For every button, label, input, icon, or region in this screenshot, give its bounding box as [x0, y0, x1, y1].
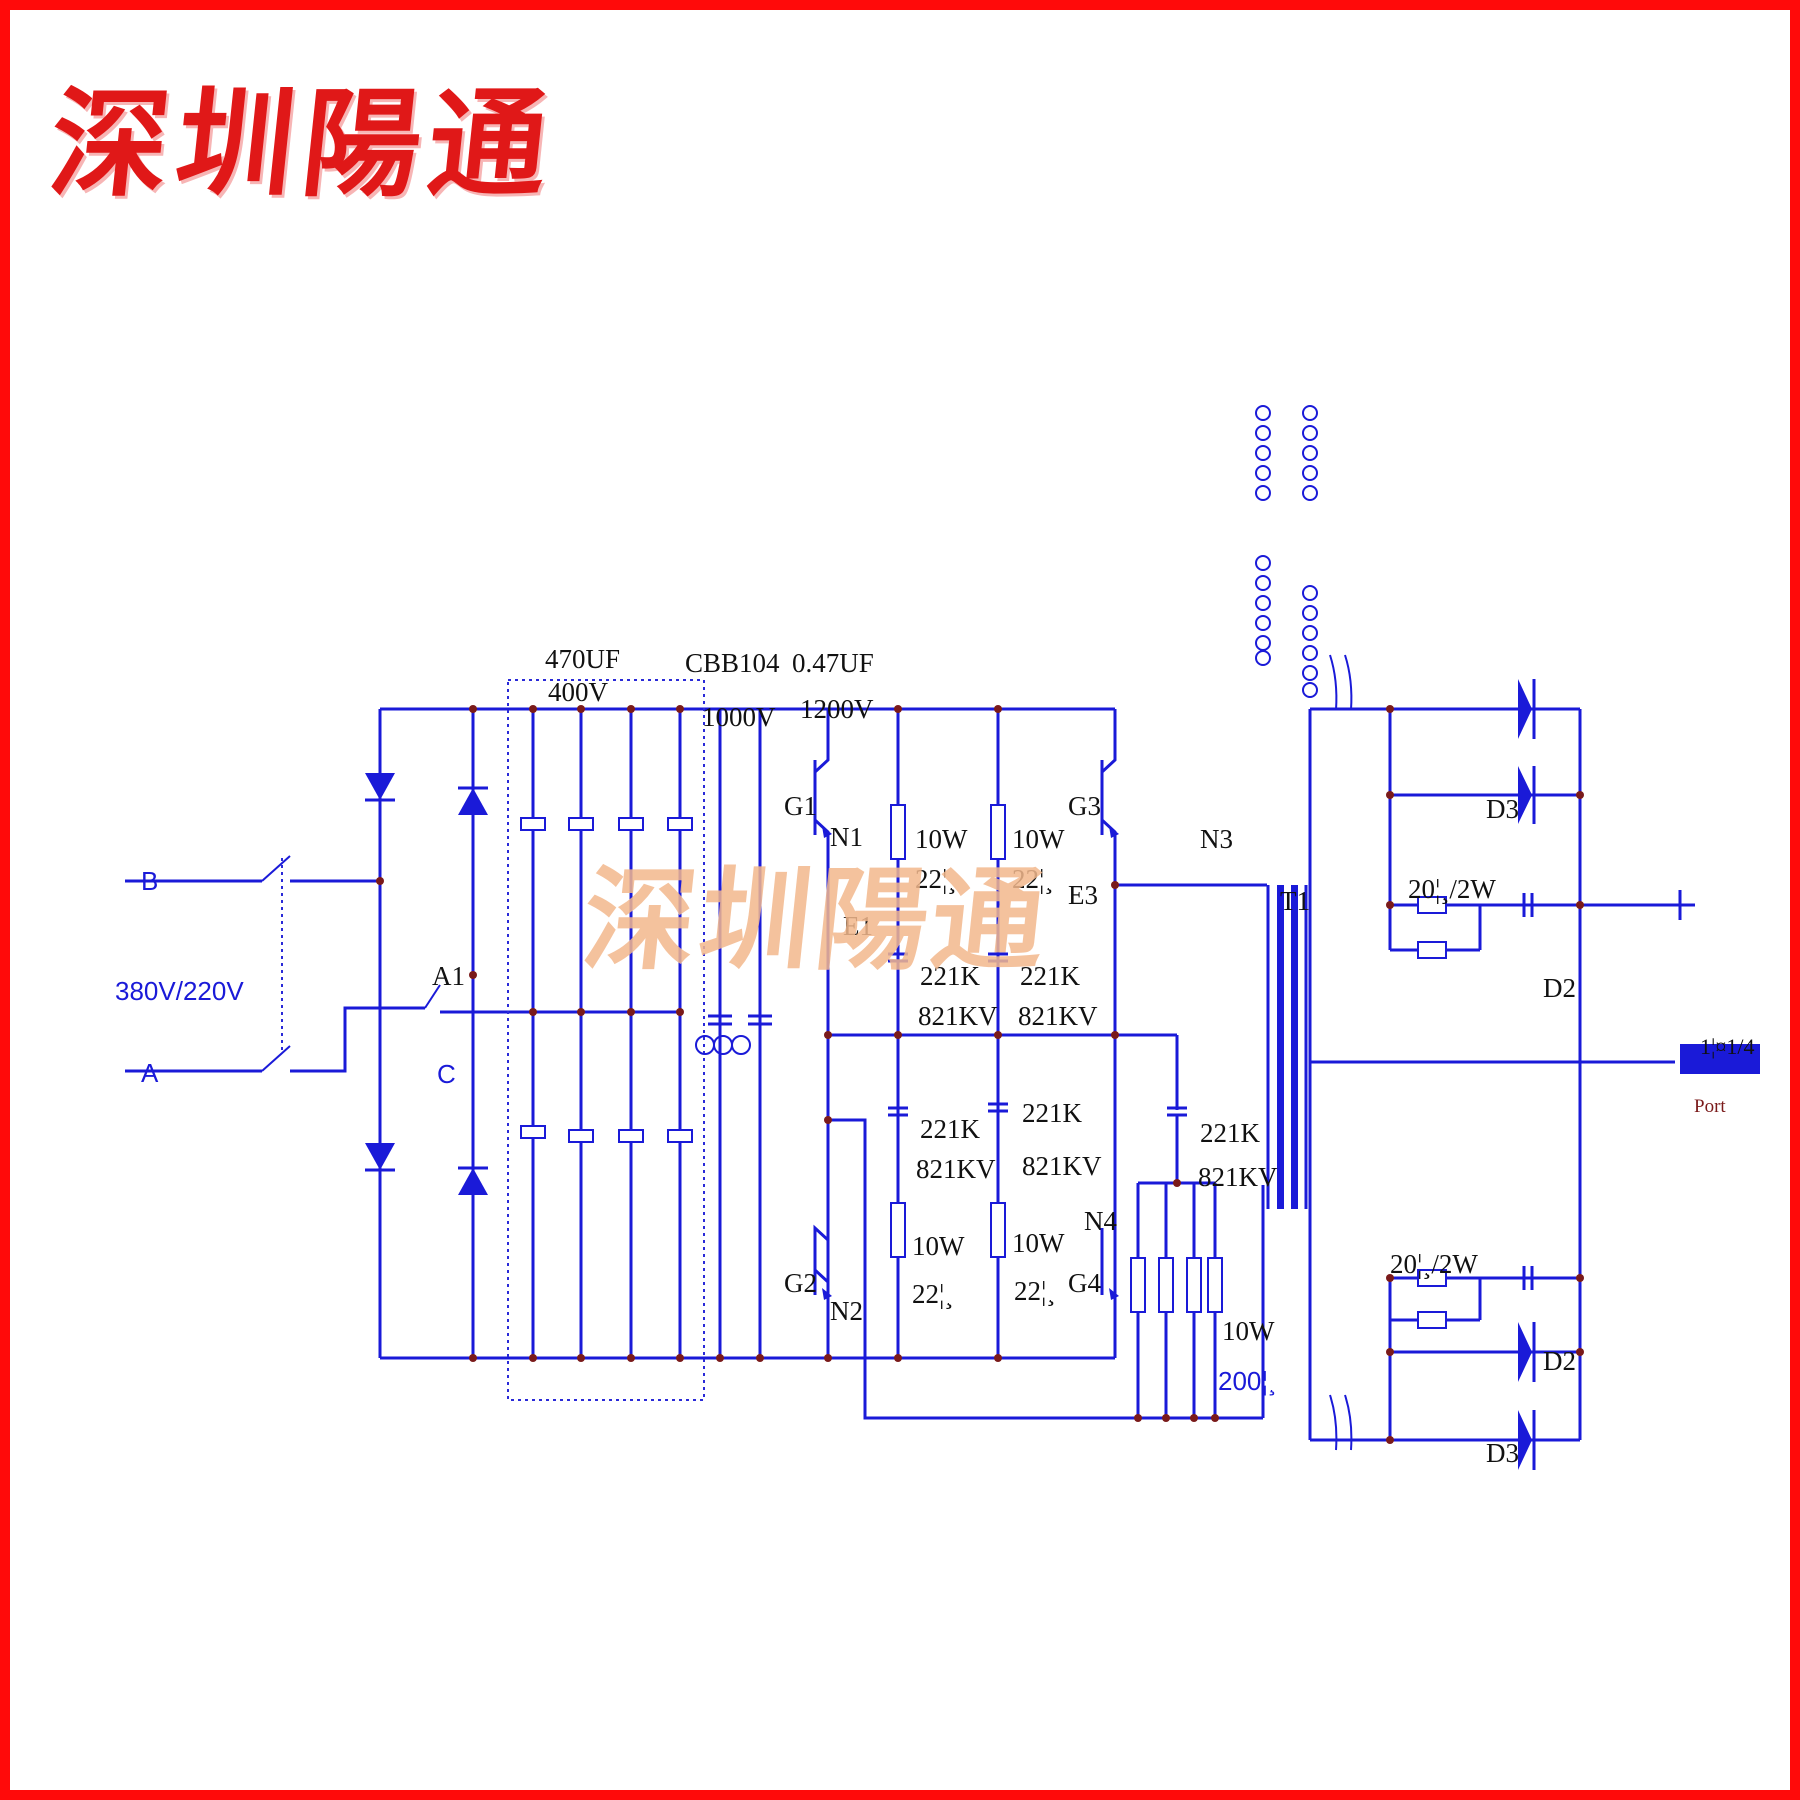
- label-snub-cap-3: 221K: [920, 1114, 981, 1144]
- label-a: A: [141, 1058, 159, 1088]
- capacitor-bank: [520, 709, 693, 1358]
- label-cap-bank-value: 470UF: [545, 644, 620, 674]
- label-g3: G3: [1068, 791, 1101, 821]
- label-port-text: 1¦¤1/4: [1700, 1034, 1755, 1059]
- output-diode-1: [1518, 679, 1532, 739]
- output-diode-3: [1518, 1322, 1532, 1382]
- label-snub-cap-2v: 821KV: [1018, 1001, 1098, 1031]
- label-n2: N2: [830, 1296, 863, 1326]
- label-res-10w-d: 10W: [1012, 1228, 1065, 1258]
- output-port: [1680, 1044, 1760, 1074]
- label-snub-cap-5: 221K: [1200, 1118, 1261, 1148]
- label-a1: A1: [432, 961, 465, 991]
- label-cbb: CBB104: [685, 648, 780, 678]
- label-e1: E1: [843, 911, 873, 941]
- label-snub-cap-4: 221K: [1022, 1098, 1083, 1128]
- label-n1: N1: [830, 822, 863, 852]
- label-n3: N3: [1200, 824, 1233, 854]
- label-load-res-ohm: 200¦¸: [1218, 1366, 1277, 1396]
- label-n4: N4: [1084, 1206, 1117, 1236]
- label-b: B: [141, 866, 158, 896]
- label-res-22-d: 22¦¸: [1014, 1276, 1055, 1307]
- output-diode-2: [1518, 766, 1532, 824]
- label-c: C: [437, 1059, 456, 1089]
- label-film-cap-voltage: 1200V: [800, 694, 874, 724]
- label-d3-top: D3: [1486, 794, 1519, 824]
- bridge-diode-2: [365, 1143, 395, 1170]
- label-res-22-b: 22¦¸: [1012, 864, 1053, 895]
- bridge-diode-4: [458, 1168, 488, 1195]
- label-d2-low: D2: [1543, 1346, 1576, 1376]
- label-res-10w-a: 10W: [915, 824, 968, 854]
- label-res-22-c: 22¦¸: [912, 1279, 953, 1310]
- label-film-cap-value: 0.47UF: [792, 648, 874, 678]
- label-cap-bank-voltage: 400V: [548, 677, 609, 707]
- watermark: 深圳陽通: [577, 855, 1055, 986]
- label-res-10w-b: 10W: [1012, 824, 1065, 854]
- label-snub-cap-1: 221K: [920, 961, 981, 991]
- label-rc-bottom: 20¦¸/2W: [1390, 1249, 1478, 1280]
- label-g4: G4: [1068, 1268, 1101, 1298]
- bridge-diode-1: [365, 773, 395, 800]
- label-g1: G1: [784, 791, 817, 821]
- label-g2: G2: [784, 1268, 817, 1298]
- label-d2-mid: D2: [1543, 973, 1576, 1003]
- label-e3: E3: [1068, 880, 1098, 910]
- label-d3-low: D3: [1486, 1438, 1519, 1468]
- label-cbb-voltage: 1000V: [702, 702, 776, 732]
- label-snub-cap-3v: 821KV: [916, 1154, 996, 1184]
- label-t1: T1: [1280, 886, 1310, 916]
- label-input-voltage: 380V/220V: [115, 976, 244, 1006]
- label-load-res-w: 10W: [1222, 1316, 1275, 1346]
- label-res-10w-c: 10W: [912, 1231, 965, 1261]
- label-port: Port: [1694, 1096, 1726, 1117]
- label-rc-top: 20¦¸/2W: [1408, 874, 1496, 905]
- bridge-diode-3: [458, 788, 488, 815]
- transformer-t1: [1255, 405, 1318, 1209]
- output-diode-4: [1518, 1410, 1532, 1470]
- label-snub-cap-1v: 821KV: [918, 1001, 998, 1031]
- label-snub-cap-2: 221K: [1020, 961, 1081, 991]
- label-snub-cap-4v: 821KV: [1022, 1151, 1102, 1181]
- label-snub-cap-5v: 821KV: [1198, 1162, 1278, 1192]
- label-res-22-a: 22¦¸: [915, 864, 956, 895]
